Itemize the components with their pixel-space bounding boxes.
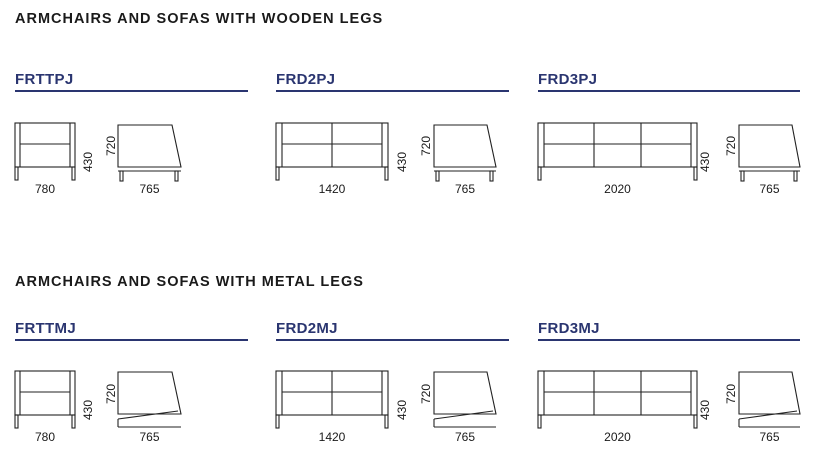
section-title-metal-legs: ARMCHAIRS AND SOFAS WITH METAL LEGS <box>15 274 364 290</box>
divider <box>15 90 248 92</box>
divider <box>276 339 509 341</box>
divider <box>276 90 509 92</box>
depth-dimension: 765 <box>139 182 160 196</box>
depth-dimension: 765 <box>759 182 780 196</box>
product-code: FRTTPJ <box>15 71 74 88</box>
divider <box>538 90 800 92</box>
depth-dimension: 765 <box>454 182 476 196</box>
product-code: FRTTMJ <box>15 320 76 337</box>
divider <box>538 339 800 341</box>
back-height-dimension: 720 <box>724 383 738 405</box>
product-code: FRD2MJ <box>276 320 338 337</box>
width-dimension: 2020 <box>604 430 631 444</box>
width-dimension: 2020 <box>604 182 631 196</box>
width-dimension: 1420 <box>318 182 346 196</box>
depth-dimension: 765 <box>454 430 476 444</box>
width-dimension: 780 <box>34 430 56 444</box>
product-code: FRD3MJ <box>538 320 600 337</box>
divider <box>15 339 248 341</box>
product-code: FRD3PJ <box>538 71 598 88</box>
width-dimension: 780 <box>34 182 56 196</box>
width-dimension: 1420 <box>318 430 346 444</box>
depth-dimension: 765 <box>759 430 780 444</box>
product-code: FRD2PJ <box>276 71 336 88</box>
depth-dimension: 765 <box>139 430 160 444</box>
section-title-wooden-legs: ARMCHAIRS AND SOFAS WITH WOODEN LEGS <box>15 11 384 27</box>
